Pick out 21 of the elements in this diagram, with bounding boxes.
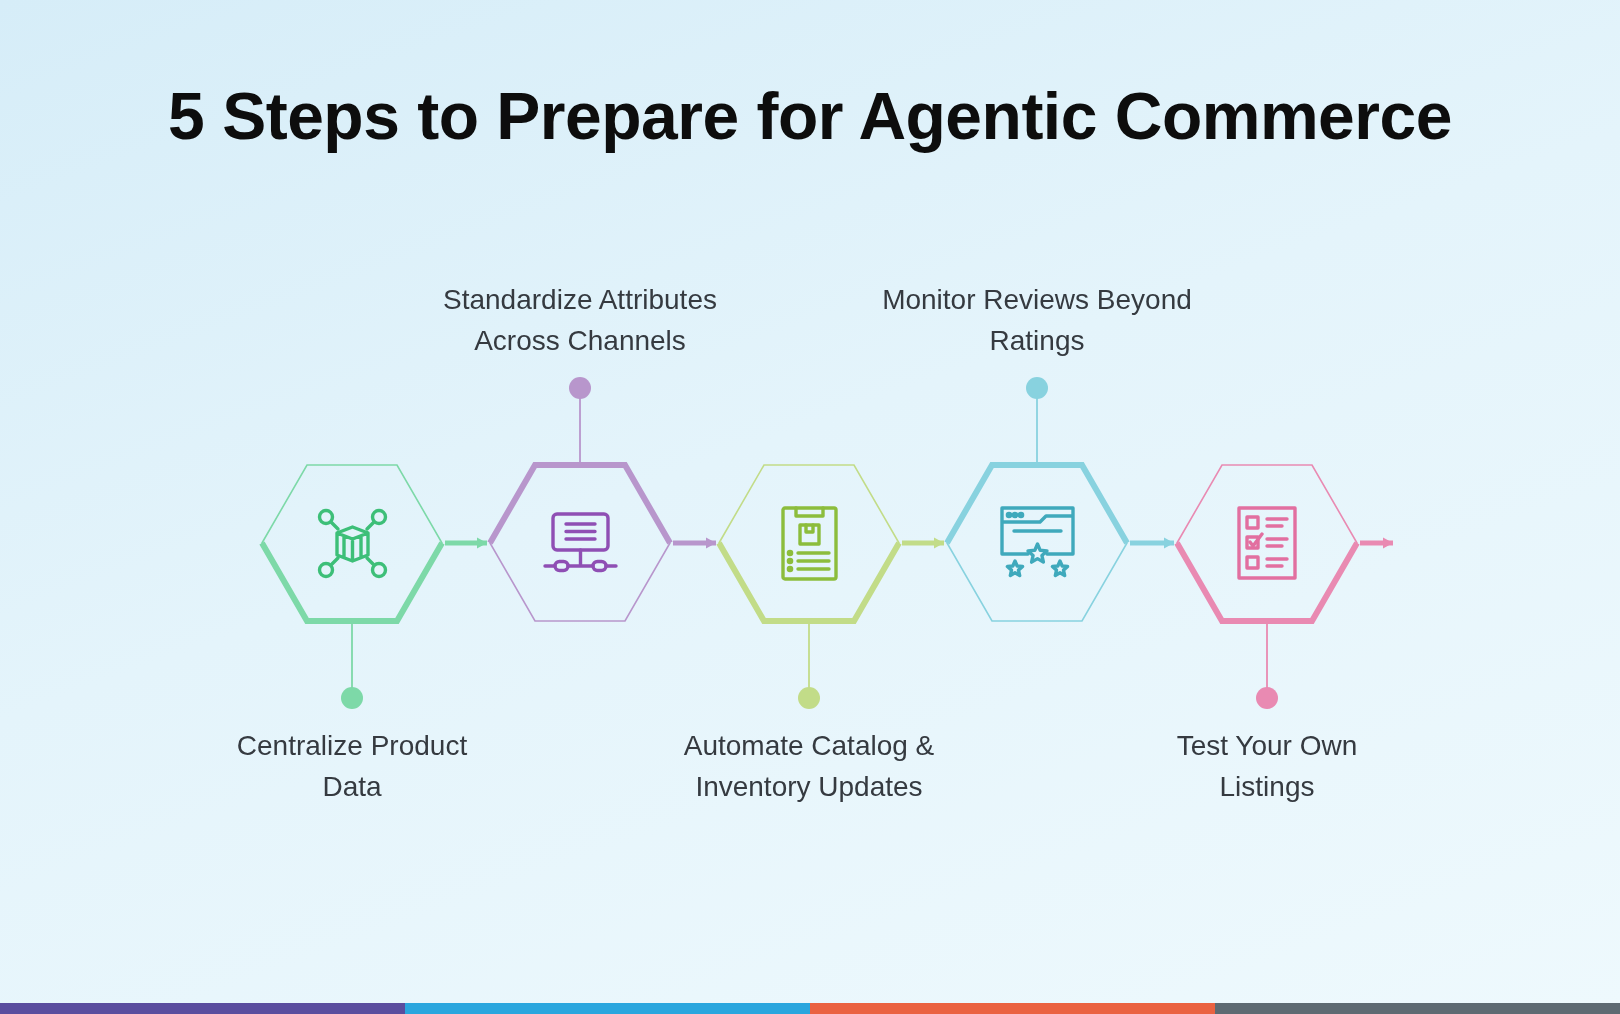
leader-line bbox=[341, 623, 363, 709]
leader-line bbox=[798, 623, 820, 709]
step-label: Monitor Reviews Beyond Ratings bbox=[881, 283, 1193, 358]
arrow bbox=[673, 537, 716, 549]
step-hexagon bbox=[944, 462, 1130, 624]
arrow bbox=[1130, 537, 1174, 549]
step-hexagon bbox=[259, 462, 445, 624]
step-hexagon bbox=[716, 462, 902, 624]
step-label: Standardize Attributes Across Channels bbox=[442, 283, 718, 358]
arrow bbox=[445, 537, 487, 549]
leader-line bbox=[1026, 377, 1048, 463]
leader-line bbox=[569, 377, 591, 463]
step-hexagon bbox=[1174, 462, 1360, 624]
step-label: Centralize Product Data bbox=[235, 729, 469, 804]
step-hexagon bbox=[487, 462, 673, 624]
leader-line bbox=[1256, 623, 1278, 709]
arrow bbox=[902, 537, 944, 549]
step-label: Automate Catalog & Inventory Updates bbox=[682, 729, 936, 804]
arrow bbox=[1360, 537, 1393, 549]
step-label: Test Your Own Listings bbox=[1175, 729, 1359, 804]
title: 5 Steps to Prepare for Agentic Commerce bbox=[168, 78, 1452, 155]
